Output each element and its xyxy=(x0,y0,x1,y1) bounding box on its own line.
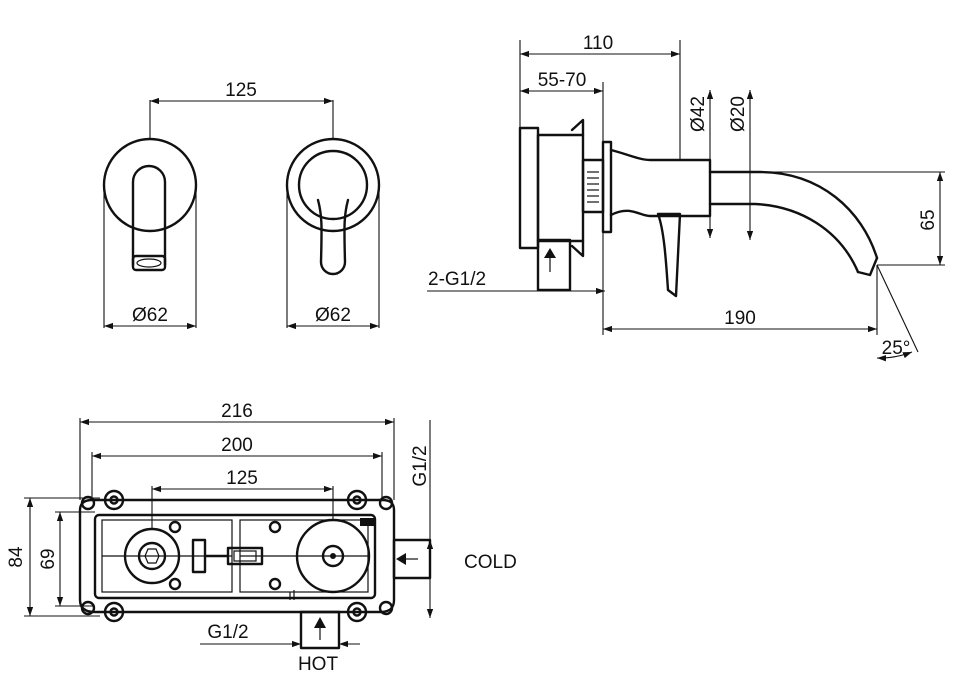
box-view-body xyxy=(78,489,396,623)
dim-box-height-inner: 69 xyxy=(38,511,95,607)
dim-spout-diameter-label: Ø62 xyxy=(132,305,168,326)
side-view-spout xyxy=(609,148,879,277)
dim-flange-diameter: Ø42 xyxy=(688,90,714,238)
dim-spout-tube-diameter-label: Ø20 xyxy=(728,96,749,132)
dim-box-height-inner-label: 69 xyxy=(38,548,59,569)
front-view-handle xyxy=(285,100,381,328)
dim-projection-label: 190 xyxy=(724,308,756,329)
dim-inlets: 2-G1/2 xyxy=(427,269,605,295)
cold-label: COLD xyxy=(464,552,517,573)
dim-front-spacing-label: 125 xyxy=(225,80,257,101)
box-cold-inlet xyxy=(392,538,432,580)
dim-handle-diameter: Ø62 xyxy=(287,305,379,330)
side-view-valve-body xyxy=(518,118,613,292)
side-view-lever xyxy=(656,212,682,298)
dim-box-width-outer-label: 216 xyxy=(221,401,253,422)
dim-spout-diameter: Ø62 xyxy=(104,305,196,330)
dim-box-width-outer: 216 xyxy=(79,401,395,500)
dim-spout-tube-diameter: Ø20 xyxy=(728,90,754,240)
dim-depth-total-label: 110 xyxy=(583,33,613,54)
dim-angle: 25° xyxy=(876,264,919,362)
dim-angle-label: 25° xyxy=(882,338,911,359)
dim-flange-diameter-label: Ø42 xyxy=(688,96,709,132)
dim-box-spacing-label: 125 xyxy=(226,468,258,489)
dim-spout-drop-label: 65 xyxy=(918,209,939,230)
box-hot-inlet xyxy=(299,610,341,650)
dim-front-spacing: 125 xyxy=(150,80,333,105)
dim-box-height-outer-label: 84 xyxy=(6,546,27,568)
dim-box-spacing: 125 xyxy=(151,468,334,529)
dim-handle-diameter-label: Ø62 xyxy=(315,305,351,326)
dim-inlets-label: 2-G1/2 xyxy=(428,269,486,290)
dim-wall-range-label: 55-70 xyxy=(538,70,587,91)
hot-label: HOT xyxy=(298,654,339,675)
dim-spout-drop: 65 xyxy=(760,171,945,266)
dim-box-width-inner-label: 200 xyxy=(221,435,253,456)
dim-box-height-outer: 84 xyxy=(6,497,100,617)
dim-box-width-inner: 200 xyxy=(91,435,383,500)
dim-side-thread: G1/2 xyxy=(410,420,434,618)
front-view-spout xyxy=(102,100,198,328)
dim-bottom-thread: G1/2 xyxy=(200,622,360,648)
dim-side-thread-label: G1/2 xyxy=(410,445,431,486)
dim-projection: 190 xyxy=(602,232,878,335)
dim-bottom-thread-label: G1/2 xyxy=(207,622,248,643)
dim-wall-range: 55-70 xyxy=(520,70,604,142)
dim-depth-total: 110 xyxy=(519,33,681,160)
